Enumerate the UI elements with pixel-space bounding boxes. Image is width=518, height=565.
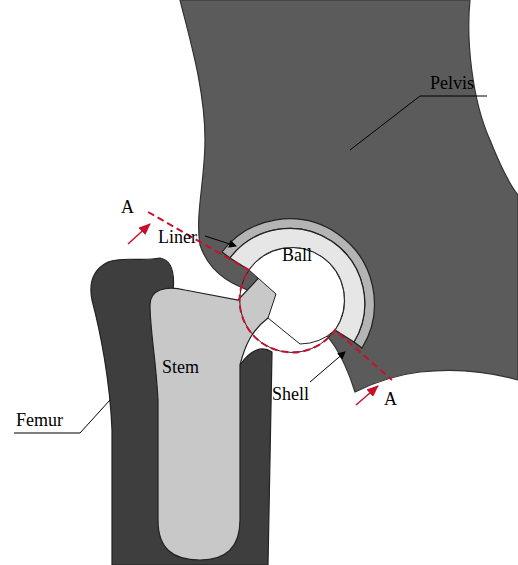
- leader-line: [205, 236, 236, 246]
- part-name: Pelvis: [430, 74, 474, 92]
- part-name: Stem: [162, 358, 199, 376]
- part-name: Ball: [282, 246, 312, 264]
- leader-line: [14, 400, 110, 433]
- leader-line: [310, 352, 345, 382]
- leader-line: [350, 96, 487, 150]
- section-arrow: [128, 224, 150, 244]
- part-name: Shell: [272, 385, 309, 403]
- section-line: [148, 212, 392, 380]
- part-name: Femur: [16, 411, 63, 429]
- part-name: Liner: [158, 228, 197, 246]
- stem: [150, 268, 290, 560]
- section-letter: A: [384, 390, 397, 408]
- section-arrow: [356, 386, 378, 405]
- section-letter: A: [121, 198, 134, 216]
